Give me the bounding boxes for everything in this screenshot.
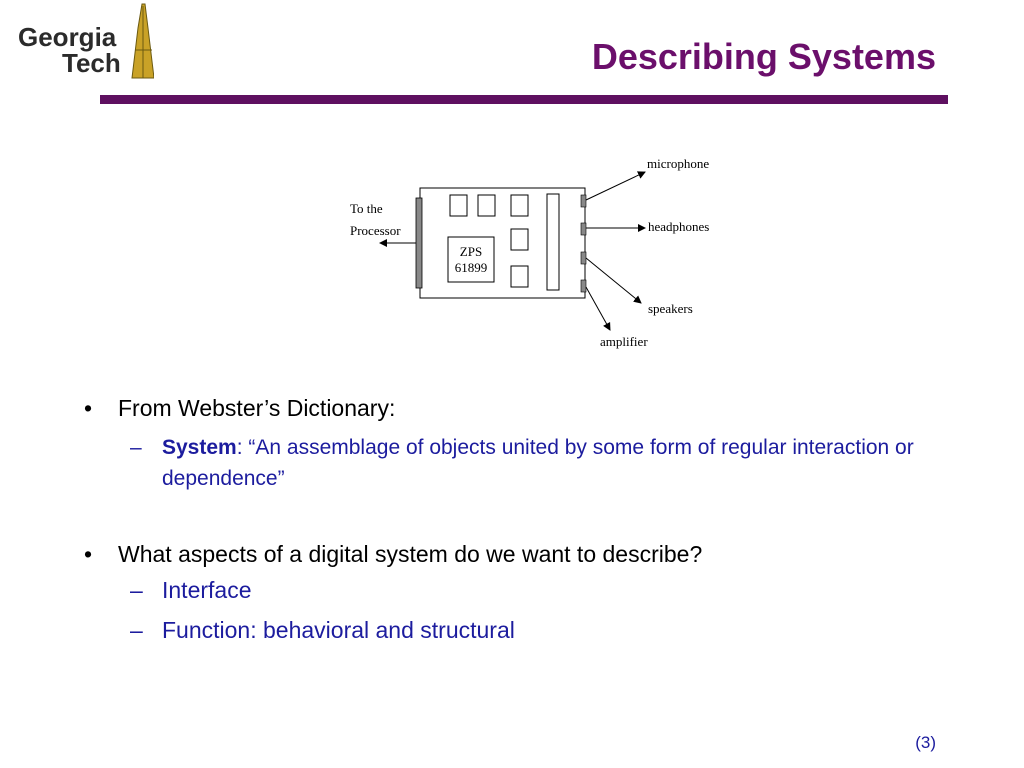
speakers-label: speakers bbox=[648, 301, 693, 316]
amplifier-label: amplifier bbox=[600, 334, 648, 349]
system-diagram: ZPS 61899 To the Processor microphone he… bbox=[350, 156, 709, 349]
sub-bullet-item: – Interface bbox=[84, 570, 964, 610]
sub-bullet-item: – Function: behavioral and structural bbox=[84, 610, 964, 650]
circuit-board bbox=[419, 187, 586, 299]
dash-marker: – bbox=[130, 436, 142, 459]
dash-marker: – bbox=[130, 577, 143, 603]
bullet-marker: • bbox=[84, 395, 93, 421]
bullet-text: From Webster’s Dictionary: bbox=[118, 395, 396, 421]
chip bbox=[477, 194, 496, 217]
georgia-tech-logo: Georgia Tech bbox=[17, 3, 154, 79]
port bbox=[580, 279, 587, 293]
arrow-speakers bbox=[585, 257, 642, 304]
definition-text: : “An assemblage of objects united by so… bbox=[162, 436, 914, 490]
port bbox=[580, 194, 587, 208]
chip-label-line2: 61899 bbox=[455, 260, 488, 275]
sub-bullet-item: – System: “An assemblage of objects unit… bbox=[84, 432, 964, 494]
bullet-marker: • bbox=[84, 541, 93, 567]
logo-line1: Georgia bbox=[18, 22, 117, 52]
processor-label-line2: Processor bbox=[350, 223, 401, 238]
memory-strip bbox=[546, 193, 560, 291]
chip bbox=[510, 194, 529, 217]
chip bbox=[510, 265, 529, 288]
chip-label-line1: ZPS bbox=[460, 244, 482, 259]
port bbox=[580, 251, 587, 265]
definition-term: System bbox=[162, 436, 237, 459]
slide-content: • From Webster’s Dictionary: – System: “… bbox=[84, 392, 964, 650]
page-number: (3) bbox=[915, 733, 936, 752]
headphones-label: headphones bbox=[648, 219, 709, 234]
dash-marker: – bbox=[130, 617, 143, 643]
bullet-text: What aspects of a digital system do we w… bbox=[118, 541, 703, 567]
sub-bullet-text: Function: behavioral and structural bbox=[162, 617, 515, 643]
bullet-item: • What aspects of a digital system do we… bbox=[84, 538, 964, 570]
bullet-item: • From Webster’s Dictionary: bbox=[84, 392, 964, 424]
main-chip bbox=[447, 236, 495, 283]
slide-title: Describing Systems bbox=[591, 36, 936, 77]
chip bbox=[449, 194, 468, 217]
microphone-label: microphone bbox=[647, 156, 709, 171]
arrow-amplifier bbox=[585, 286, 611, 331]
title-divider bbox=[100, 95, 948, 104]
port bbox=[580, 222, 587, 236]
processor-connector bbox=[415, 197, 423, 289]
chip bbox=[510, 228, 529, 251]
logo-line2: Tech bbox=[62, 48, 121, 78]
sub-bullet-text: Interface bbox=[162, 577, 252, 603]
processor-label-line1: To the bbox=[350, 201, 383, 216]
arrow-microphone bbox=[585, 171, 646, 201]
